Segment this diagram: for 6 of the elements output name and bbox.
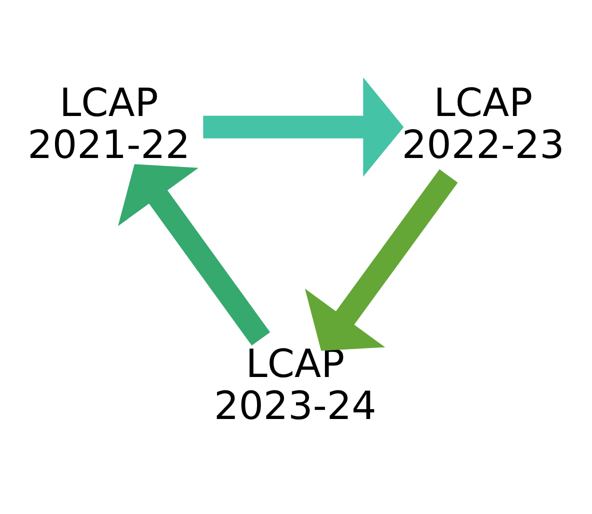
node-text: LCAP 2023-24 bbox=[214, 341, 376, 429]
arrow bbox=[118, 164, 270, 346]
node-text: LCAP 2021-22 bbox=[28, 80, 190, 168]
arrow bbox=[203, 76, 404, 176]
node-text: LCAP 2022-23 bbox=[402, 80, 564, 168]
arrow bbox=[304, 168, 458, 350]
